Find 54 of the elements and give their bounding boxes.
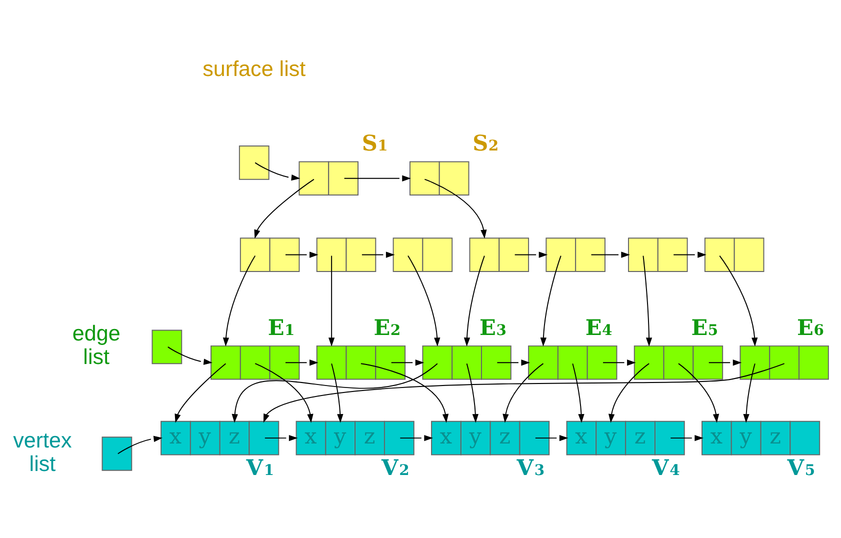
label: surface list [202,56,306,81]
arrow [264,434,298,441]
arrow [678,362,720,422]
arrow [602,359,636,366]
arrow [608,362,650,422]
arrow [254,362,314,422]
node-label: V4 [652,455,680,480]
arrow [642,254,652,346]
arrow [331,362,344,422]
node-label: E4 [585,315,612,340]
node-label: E6 [797,315,824,340]
arrow [719,254,758,346]
node-label: V2 [382,455,410,480]
node-label: E1 [268,315,295,340]
node-label: V5 [787,455,816,480]
arrow [361,251,395,258]
arrow [670,434,704,441]
arrow [424,178,487,238]
arrow [540,254,562,346]
arrow [743,362,756,422]
node-label: E2 [374,315,401,340]
arrow [466,362,478,422]
arrow [514,251,548,258]
node-label: S1 [362,131,388,156]
arrow [708,359,742,366]
arrow [673,251,706,258]
arrow [117,435,163,454]
arrow [232,362,438,422]
arrow [328,254,335,346]
arrow [174,362,226,422]
node-label: E3 [480,315,506,340]
arrow [590,251,630,258]
arrow [263,362,785,422]
arrow [408,254,440,346]
arrow [390,359,424,366]
arrow [502,362,544,422]
arrow [344,174,411,181]
arrow [360,362,449,422]
node-label: S2 [472,131,499,156]
arrow [572,362,584,422]
arrow [534,434,568,441]
node-label: E5 [691,315,718,340]
label: vertex list [13,426,72,476]
arrow [285,251,318,258]
node-label: V1 [246,455,274,480]
arrow [167,346,212,364]
node-label: V3 [516,455,545,480]
arrow [400,434,433,441]
arrow [464,254,485,346]
arrow [254,162,300,180]
arrow [254,178,314,238]
label: edge list [72,320,120,369]
arrow [496,359,530,366]
arrow [285,359,318,366]
